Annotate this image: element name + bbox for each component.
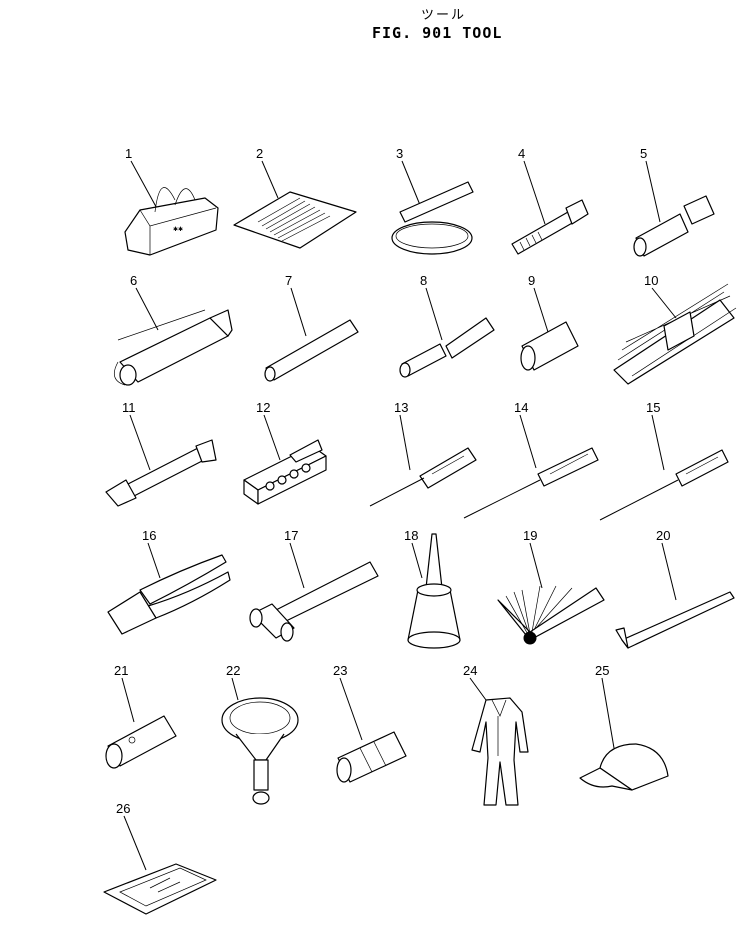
callout-8: 8 [420, 273, 427, 288]
callout-11: 11 [122, 400, 136, 415]
callout-22: 22 [226, 663, 240, 678]
part-24-coverall: 24 [463, 663, 529, 806]
callout-6: 6 [130, 273, 137, 288]
part-10-wrench-set: 10 [613, 273, 737, 385]
callout-3: 3 [396, 146, 403, 161]
part-4-bolt: 4 [511, 146, 589, 255]
part-2-manual: 2 [233, 146, 357, 249]
callout-7: 7 [285, 273, 292, 288]
part-8-extension: 8 [399, 273, 495, 378]
figure-title-japanese: ツール [421, 8, 467, 23]
part-12-socket-box: 12 [243, 400, 327, 505]
callout-9: 9 [528, 273, 535, 288]
part-18-oil-can: 18 [404, 528, 461, 649]
part-13-screwdriver: 13 [369, 400, 477, 507]
callout-10: 10 [644, 273, 658, 288]
callout-13: 13 [394, 400, 408, 415]
callout-4: 4 [518, 146, 525, 161]
part-9-sleeve: 9 [520, 273, 579, 371]
callout-5: 5 [640, 146, 647, 161]
callout-18: 18 [404, 528, 418, 543]
part-3-strap-wrench: 3 [391, 146, 474, 255]
part-23-cylinder: 23 [333, 663, 407, 783]
callout-23: 23 [333, 663, 347, 678]
part-26-glass-plate: 26 [103, 801, 217, 915]
callout-17: 17 [284, 528, 298, 543]
part-19-feeler-gauge: 19 [497, 528, 605, 645]
callout-14: 14 [514, 400, 528, 415]
part-25-cap: 25 [579, 663, 669, 791]
callout-16: 16 [142, 528, 156, 543]
part-6-grease-gun: 6 [113, 273, 233, 386]
callout-24: 24 [463, 663, 477, 678]
callout-12: 12 [256, 400, 270, 415]
callout-21: 21 [114, 663, 128, 678]
part-22-funnel: 22 [221, 663, 299, 805]
part-16-pliers: 16 [107, 528, 231, 635]
part-11-spanner: 11 [105, 400, 217, 507]
callout-19: 19 [523, 528, 537, 543]
part-14-screwdriver: 14 [463, 400, 599, 519]
callout-20: 20 [656, 528, 670, 543]
part-7-extension-bar: 7 [264, 273, 359, 382]
part-21-plug-socket: 21 [105, 663, 177, 769]
callout-2: 2 [256, 146, 263, 161]
callout-15: 15 [646, 400, 660, 415]
callout-26: 26 [116, 801, 130, 816]
part-20-pry-bar: 20 [615, 528, 735, 649]
bag-logo: ✱✱ [173, 226, 183, 233]
part-1-tool-bag: 1 ✱✱ [124, 146, 219, 256]
callout-25: 25 [595, 663, 609, 678]
part-15-screwdriver: 15 [599, 400, 729, 521]
figure-title: FIG. 901 TOOL [372, 24, 503, 42]
callout-1: 1 [125, 146, 132, 161]
part-5-socket: 5 [633, 146, 715, 257]
part-17-hammer: 17 [249, 528, 379, 642]
